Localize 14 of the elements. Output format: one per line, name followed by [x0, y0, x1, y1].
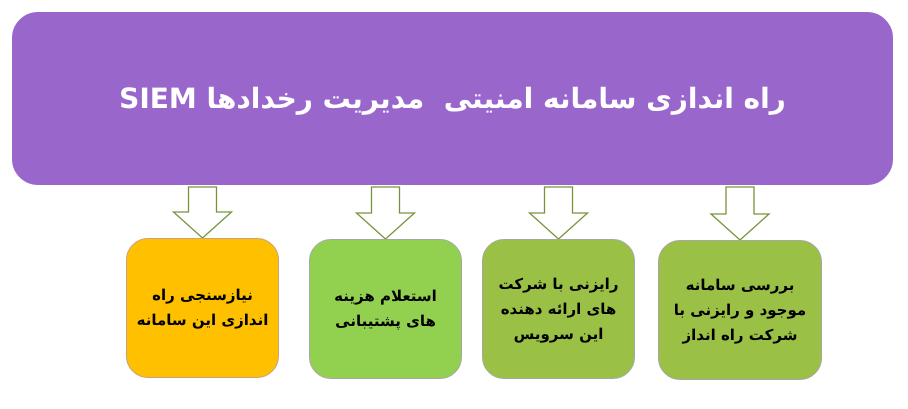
process-box — [309, 239, 462, 379]
process-box — [658, 240, 822, 380]
step-label: رایزنی با شرکت های ارائه دهنده این سرویس — [498, 274, 620, 345]
step-label: نیازسنجی راه اندازی این سامانه — [136, 285, 270, 331]
block-arrow — [172, 186, 234, 239]
block-arrow — [354, 186, 416, 240]
block-arrow — [709, 186, 771, 241]
step-label: استعلام هزینه های پشتیبانی — [333, 286, 438, 332]
process-box — [126, 238, 279, 378]
title-box — [12, 12, 893, 185]
process-box — [482, 239, 635, 379]
block-arrow — [528, 186, 590, 240]
title-text: راه اندازی سامانه امنیتی مدیریت رخدادها SIEM — [118, 80, 787, 117]
step-label: بررسی سامانه موجود و رایزنی با شرکت راه انداز — [672, 274, 808, 346]
